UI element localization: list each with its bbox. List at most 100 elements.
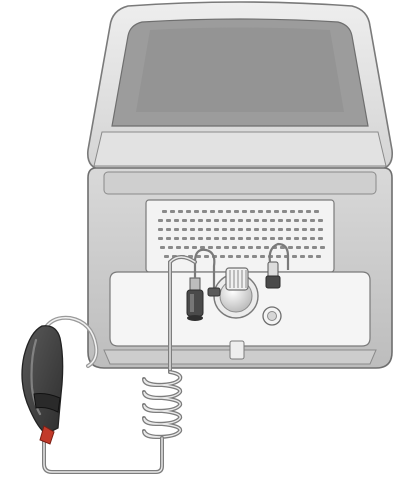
vent-slot <box>174 237 179 240</box>
vent-slot <box>230 237 235 240</box>
vent-slot <box>270 237 275 240</box>
vent-slot <box>254 219 259 222</box>
station-lid <box>88 2 392 185</box>
earpiece <box>22 318 96 444</box>
vent-slot <box>206 237 211 240</box>
vent-slot <box>308 255 313 258</box>
vent-slot <box>222 219 227 222</box>
vent-slot <box>300 255 305 258</box>
vent-slot <box>310 219 315 222</box>
vent-slot <box>256 246 261 249</box>
vent-slot <box>286 237 291 240</box>
vent-slot <box>320 246 325 249</box>
vent-slot <box>238 237 243 240</box>
vent-slot <box>214 228 219 231</box>
vent-slot <box>158 237 163 240</box>
vent-slot <box>164 255 169 258</box>
vent-slot <box>174 228 179 231</box>
vent-slot <box>178 210 183 213</box>
vent-slot <box>282 210 287 213</box>
vent-slot <box>230 228 235 231</box>
vent-slot <box>262 237 267 240</box>
vent-slot <box>306 210 311 213</box>
vent-slot <box>290 210 295 213</box>
vent-slot <box>310 228 315 231</box>
vent-slot <box>318 228 323 231</box>
tubing-bottom-run <box>44 438 162 472</box>
vent-slot <box>166 219 171 222</box>
vent-slot <box>170 210 175 213</box>
vent-slot <box>312 246 317 249</box>
vent-slot <box>190 237 195 240</box>
vent-slot <box>238 219 243 222</box>
vent-slot <box>218 210 223 213</box>
vent-slot <box>206 219 211 222</box>
vent-slot <box>254 237 259 240</box>
vent-slot <box>160 246 165 249</box>
vent-slot <box>210 210 215 213</box>
vent-slot <box>294 219 299 222</box>
vent-slot <box>252 255 257 258</box>
vent-slot <box>294 237 299 240</box>
vent-slot <box>260 255 265 258</box>
vent-slot <box>184 246 189 249</box>
vent-slot <box>244 255 249 258</box>
vent-slot <box>158 219 163 222</box>
vent-slot <box>302 237 307 240</box>
vent-slot <box>202 210 207 213</box>
vent-slot <box>224 246 229 249</box>
vent-slot <box>162 210 167 213</box>
vent-slot <box>204 255 209 258</box>
vent-slot <box>206 228 211 231</box>
vent-slot <box>262 219 267 222</box>
vent-slot <box>270 228 275 231</box>
vent-slot <box>246 228 251 231</box>
vent-slot <box>278 228 283 231</box>
earpiece-body <box>22 326 63 434</box>
vent-slot <box>198 219 203 222</box>
vent-slot <box>166 237 171 240</box>
vent-slot <box>174 219 179 222</box>
vent-slot <box>262 228 267 231</box>
left-hook-clip <box>208 288 220 296</box>
vent-slot <box>214 237 219 240</box>
vent-slot <box>270 219 275 222</box>
vent-slot <box>314 210 319 213</box>
vent-slot <box>296 246 301 249</box>
vent-slot <box>264 246 269 249</box>
vent-slot <box>182 219 187 222</box>
vent-slot <box>176 246 181 249</box>
vent-slot <box>278 219 283 222</box>
vent-slot <box>286 219 291 222</box>
vent-slot <box>274 210 279 213</box>
vent-slot <box>310 237 315 240</box>
vent-slot <box>318 237 323 240</box>
vent-slot <box>238 228 243 231</box>
vent-slot <box>246 237 251 240</box>
vent-slot <box>190 219 195 222</box>
vent-slot <box>302 228 307 231</box>
vent-slot <box>216 246 221 249</box>
vent-slot <box>194 210 199 213</box>
vent-slot <box>192 246 197 249</box>
vent-slot <box>266 210 271 213</box>
vent-slot <box>236 255 241 258</box>
vent-slot <box>158 228 163 231</box>
round-button <box>263 307 281 325</box>
vent-slot <box>186 210 191 213</box>
vent-slot <box>234 210 239 213</box>
vent-slot <box>240 246 245 249</box>
vent-slot <box>254 228 259 231</box>
vent-slot <box>286 228 291 231</box>
vent-slot <box>182 237 187 240</box>
vent-slot <box>230 219 235 222</box>
vent-slot <box>248 246 253 249</box>
vent-slot <box>242 210 247 213</box>
vent-slot <box>288 246 293 249</box>
vent-slot <box>292 255 297 258</box>
lid-inner-shadow <box>136 28 344 113</box>
vent-slot <box>250 210 255 213</box>
vent-slot <box>318 219 323 222</box>
vent-slot <box>222 237 227 240</box>
